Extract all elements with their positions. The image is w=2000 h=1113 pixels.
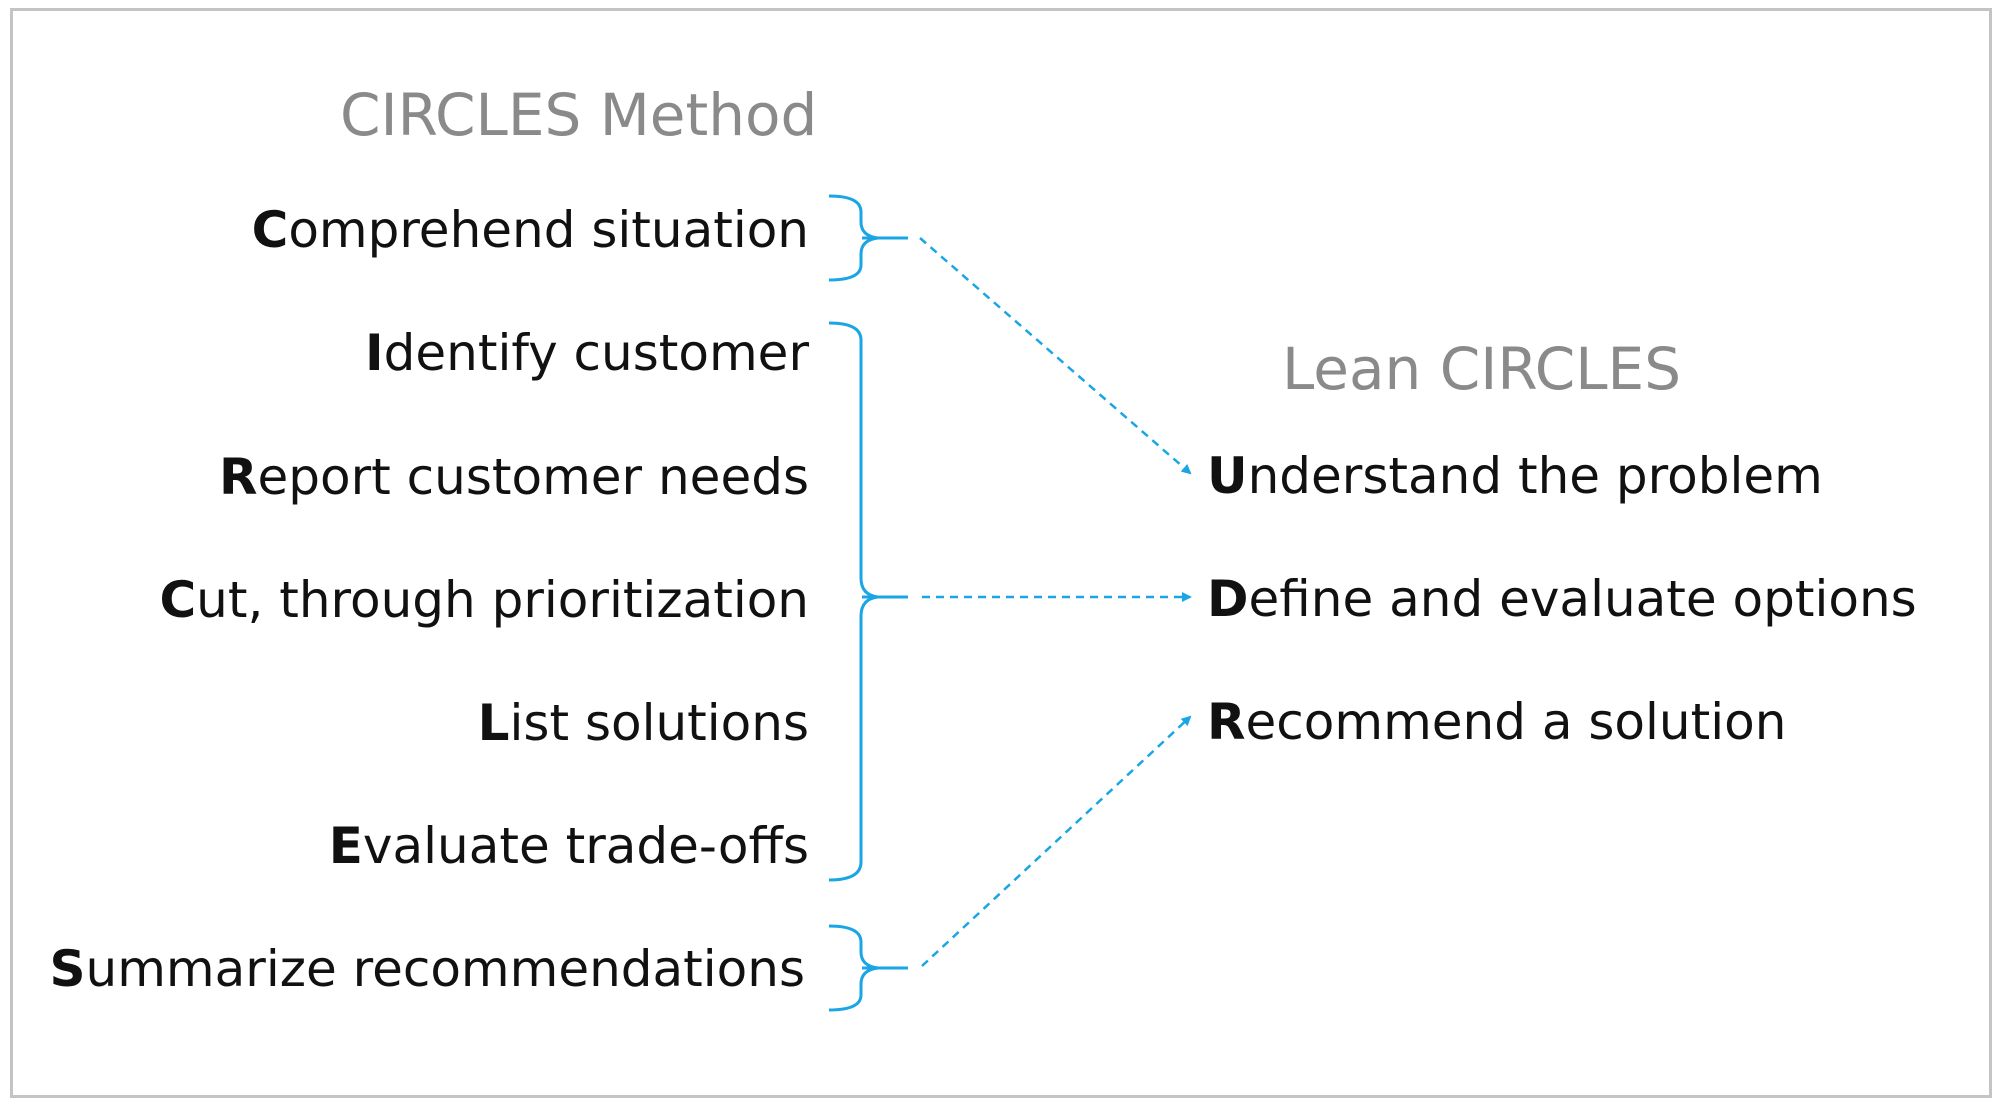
step-text: dentify customer [383,324,809,382]
lean-step-understand: Understand the problem [1207,451,1823,501]
step-text: nderstand the problem [1247,447,1823,505]
step-initial: S [49,940,86,998]
step-text: valuate trade-offs [362,817,809,875]
circles-step-identify: Identify customer [365,328,809,378]
circles-step-summarize: Summarize recommendations [50,944,805,994]
circles-step-evaluate: Evaluate trade-offs [329,821,809,871]
diagram-frame [10,8,1992,1098]
arrow-comprehend-to-understand [919,237,1192,475]
step-initial: R [1207,693,1246,751]
step-initial: R [218,448,258,506]
circles-method-heading: CIRCLES Method [340,81,818,149]
circles-step-comprehend: Comprehend situation [252,205,809,255]
step-text: ummarize recommendations [85,940,805,998]
step-text: ut, through prioritization [196,571,809,629]
step-initial: U [1207,447,1248,505]
step-text: eport customer needs [257,448,810,506]
arrow-summarize-to-recommend [921,715,1192,967]
step-initial: C [159,571,197,629]
step-initial: C [251,201,289,259]
step-initial: L [477,694,510,752]
lean-step-define: Define and evaluate options [1207,574,1917,624]
step-initial: I [365,324,384,382]
circles-step-list: List solutions [478,698,809,748]
step-text: ecommend a solution [1245,693,1787,751]
circles-step-report: Report customer needs [219,452,809,502]
step-text: omprehend situation [288,201,809,259]
lean-step-recommend: Recommend a solution [1207,697,1786,747]
brace-middle [828,321,879,882]
lean-circles-heading: Lean CIRCLES [1282,335,1682,403]
step-text: ist solutions [509,694,810,752]
circles-step-cut: Cut, through prioritization [159,575,809,625]
step-initial: E [328,817,363,875]
step-text: efine and evaluate options [1248,570,1917,628]
step-initial: D [1207,570,1249,628]
